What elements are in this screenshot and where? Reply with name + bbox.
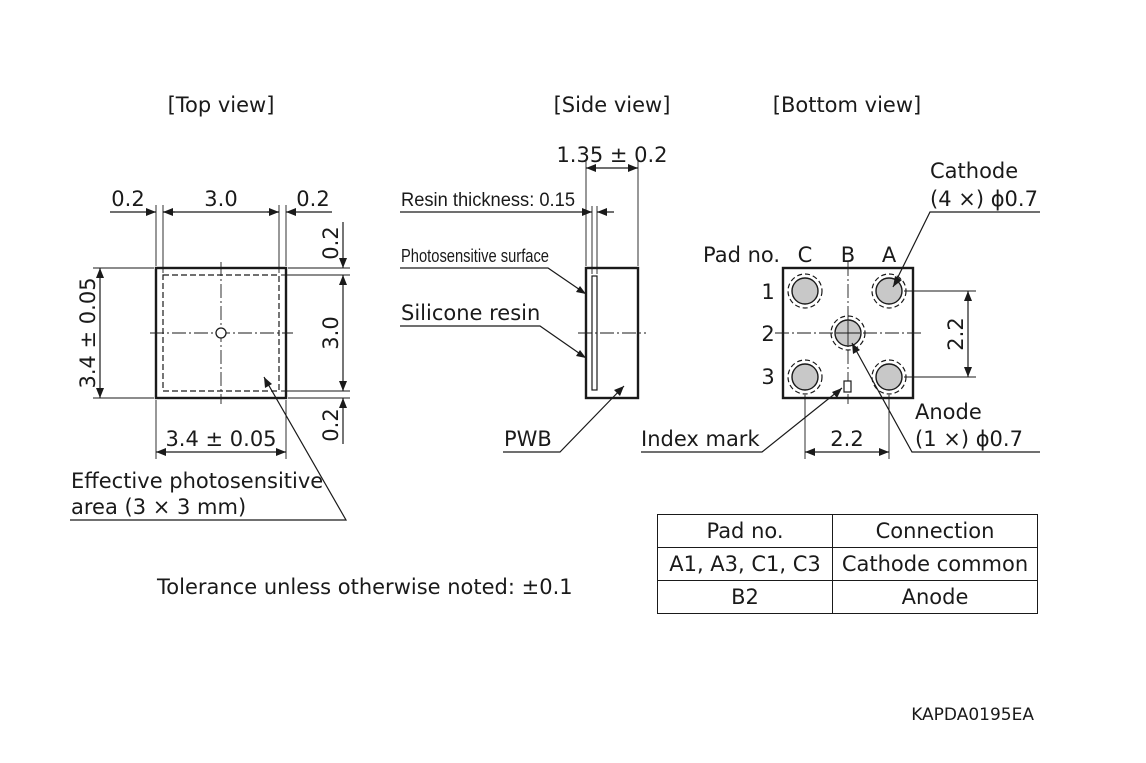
resin-thickness-label: Resin thickness: 0.15 bbox=[401, 190, 575, 211]
pad-column-b: B bbox=[841, 243, 855, 267]
dim-top-width: 3.0 bbox=[204, 187, 237, 211]
table-row: B2 Anode bbox=[657, 580, 1038, 614]
pad-column-c: C bbox=[798, 243, 813, 267]
pad-c3 bbox=[791, 363, 819, 391]
bottom-view-title: [Bottom view] bbox=[773, 93, 921, 117]
dim-top-left-margin: 0.2 bbox=[111, 187, 144, 211]
table-header-pad-no: Pad no. bbox=[657, 514, 833, 548]
pad-row-3: 3 bbox=[761, 365, 774, 389]
pwb-label: PWB bbox=[504, 427, 552, 451]
top-view: 0.2 3.0 0.2 0.2 3.0 0.2 3.4 ± 0.05 bbox=[70, 187, 350, 521]
table-row: A1, A3, C1, C3 Cathode common bbox=[657, 547, 1038, 581]
pad-no-label: Pad no. bbox=[703, 243, 780, 267]
pad-b2-ring bbox=[830, 315, 866, 351]
top-view-title: [Top view] bbox=[168, 93, 275, 117]
pad-connection-table: Pad no. Connection A1, A3, C1, C3 Cathod… bbox=[657, 514, 1038, 614]
side-view: 1.35 ± 0.2 Resin thickness: 0.15 Photose… bbox=[400, 143, 668, 453]
center-mark bbox=[215, 327, 227, 339]
dim-pad-pitch-vertical: 2.2 bbox=[944, 317, 968, 350]
pad-a3 bbox=[875, 363, 903, 391]
table-header-connection: Connection bbox=[832, 514, 1038, 548]
index-mark-label: Index mark bbox=[641, 427, 760, 451]
dim-bottom-vertical-margin: 0.2 bbox=[319, 408, 343, 441]
bottom-view: Pad no. C B A 1 2 3 Cathode (4 ×) ϕ0.7 2… bbox=[641, 159, 1040, 459]
cathode-label-line1: Cathode bbox=[930, 159, 1018, 183]
pad-c1 bbox=[791, 277, 819, 305]
table-cell-connection: Cathode common bbox=[832, 547, 1038, 581]
table-cell-pad: B2 bbox=[657, 580, 833, 614]
tolerance-note: Tolerance unless otherwise noted: ±0.1 bbox=[156, 575, 573, 599]
anode-label-line2: (1 ×) ϕ0.7 bbox=[915, 427, 1023, 451]
dim-top-vertical-margin: 0.2 bbox=[319, 226, 343, 259]
dim-pad-pitch-horizontal: 2.2 bbox=[830, 427, 863, 451]
drawing-code: KAPDA0195EA bbox=[911, 705, 1034, 725]
dim-top-vertical-height: 3.0 bbox=[319, 316, 343, 349]
pad-row-2: 2 bbox=[761, 322, 774, 346]
cathode-label-line2: (4 ×) ϕ0.7 bbox=[930, 187, 1038, 211]
photosensitive-surface-label: Photosensitive surface bbox=[401, 246, 549, 266]
effective-area-label-line1: Effective photosensitive bbox=[71, 469, 323, 493]
pad-c1-ring bbox=[787, 273, 823, 309]
table-cell-connection: Anode bbox=[832, 580, 1038, 614]
effective-area-label-line2: area (3 × 3 mm) bbox=[71, 495, 246, 519]
pad-column-a: A bbox=[882, 243, 897, 267]
dim-package-height: 3.4 ± 0.05 bbox=[76, 277, 100, 388]
table-header-row: Pad no. Connection bbox=[657, 514, 1038, 548]
dim-thickness: 1.35 ± 0.2 bbox=[556, 143, 667, 167]
pad-c3-ring bbox=[787, 359, 823, 395]
index-mark bbox=[843, 380, 852, 393]
table-cell-pad: A1, A3, C1, C3 bbox=[657, 547, 833, 581]
dim-top-right-margin: 0.2 bbox=[296, 187, 329, 211]
side-view-title: [Side view] bbox=[554, 93, 671, 117]
pad-row-1: 1 bbox=[761, 280, 774, 304]
dim-package-width: 3.4 ± 0.05 bbox=[165, 427, 276, 451]
silicone-resin-label: Silicone resin bbox=[401, 301, 540, 325]
anode-label-line1: Anode bbox=[915, 400, 982, 424]
